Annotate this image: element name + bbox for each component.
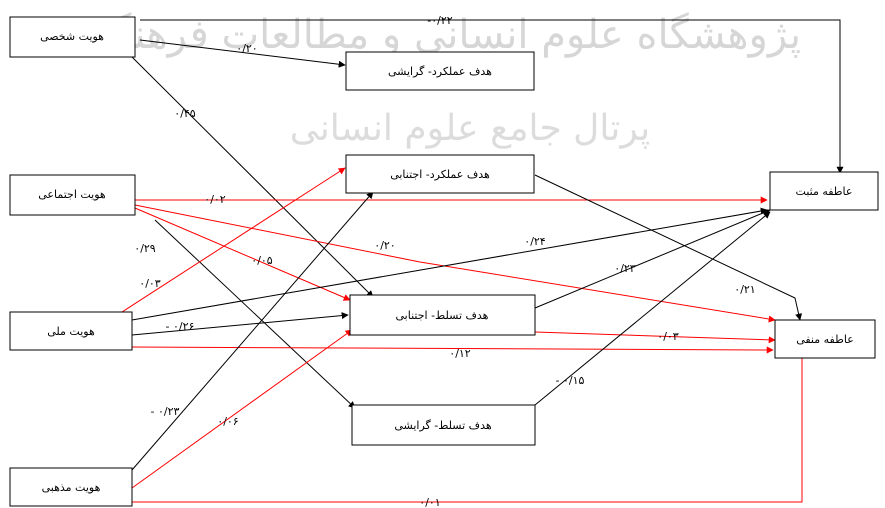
- coef-personal-mastery-avoidance: ۰/۴۵: [174, 107, 196, 120]
- coef-performance-avoidance-negative: ۰/۲۱: [734, 283, 755, 296]
- arrow-religious-to-mastery-avoidance: [131, 329, 353, 489]
- coef-social-mastery-avoidance: ۰/۰۵: [251, 254, 273, 267]
- node-national-identity-label: هویت ملی: [47, 325, 95, 338]
- node-performance-avoidance-label: هدف عملکرد- اجتنابی: [390, 168, 490, 181]
- coef-personal-performance-approach: ۰/۲۰: [236, 42, 257, 55]
- node-positive-affect-label: عاطفه مثبت: [796, 185, 853, 198]
- node-national-identity: هویت ملی: [9, 311, 133, 351]
- arrow-national-to-positive: [131, 207, 768, 321]
- arrow-personal-to-mastery-avoidance: [131, 56, 374, 298]
- node-negative-affect: عاطفه منفی: [774, 319, 876, 359]
- node-mastery-avoidance-label: هدف تسلط- اجتنابی: [396, 309, 489, 322]
- coef-social-mastery-approach: ۰/۲۹: [134, 242, 156, 255]
- node-social-identity-label: هویت اجتماعی: [38, 188, 106, 201]
- arrow-mastery-avoidance-to-negative: [534, 331, 776, 344]
- node-positive-affect: عاطفه مثبت: [769, 171, 879, 211]
- node-religious-identity: هویت مذهبی: [9, 467, 133, 507]
- node-social-identity: هویت اجتماعی: [9, 174, 136, 216]
- node-mastery-approach: هدف تسلط- گرایشی: [351, 404, 536, 446]
- arrow-mastery-avoidance-to-positive: [534, 209, 771, 309]
- coef-social-negative: ۰/۲۰: [374, 239, 395, 252]
- coef-mastery-approach-positive: - ۰/۱۵: [556, 374, 585, 387]
- node-mastery-approach-label: هدف تسلط- گرایشی: [394, 419, 492, 432]
- coef-religious-negative: ۰/۰۱: [419, 496, 440, 508]
- coef-religious-performance-avoidance: - ۰/۲۳: [151, 405, 180, 418]
- coef-national-negative: ۰/۱۲: [449, 347, 471, 360]
- node-performance-avoidance: هدف عملکرد- اجتنابی: [345, 154, 535, 194]
- node-mastery-avoidance: هدف تسلط- اجتنابی: [349, 294, 536, 336]
- coef-national-positive: ۰/۲۴: [524, 235, 546, 248]
- coef-religious-mastery-avoidance: ۰/۰۶: [217, 415, 238, 428]
- arrow-religious-to-performance-avoidance: [131, 191, 374, 471]
- arrow-personal-to-positive: [140, 19, 844, 174]
- coef-national-performance-avoidance: ۰/۰۳: [139, 277, 161, 290]
- arrow-social-to-mastery-avoidance: [134, 207, 351, 301]
- node-negative-affect-label: عاطفه منفی: [796, 333, 854, 346]
- arrow-religious-to-negative: [132, 350, 803, 503]
- arrow-national-to-mastery-avoidance: [131, 312, 349, 336]
- arrow-performance-avoidance-to-negative: [534, 174, 803, 321]
- coef-national-mastery-avoidance: - ۰/۲۶: [166, 320, 195, 333]
- node-performance-approach-label: هدف عملکرد- گرایشی: [388, 65, 492, 78]
- arrow-social-to-negative: [134, 204, 776, 323]
- node-performance-approach: هدف عملکرد- گرایشی: [345, 51, 535, 91]
- node-religious-identity-label: هویت مذهبی: [42, 481, 101, 494]
- arrow-national-to-performance-avoidance: [121, 167, 346, 313]
- coef-personal-positive: -۰/۲۲: [427, 14, 452, 27]
- arrow-mastery-approach-to-positive: [534, 211, 771, 406]
- coef-mastery-avoidance-negative: ۰/۰۳: [657, 330, 679, 343]
- watermark-line-2: پرتال جامع علوم انسانی: [290, 108, 650, 149]
- coef-mastery-avoidance-positive: ۰/۲۳: [614, 262, 636, 275]
- node-personal-identity: هویت شخصی: [9, 16, 136, 58]
- node-personal-identity-label: هویت شخصی: [40, 30, 104, 43]
- arrow-social-to-mastery-approach: [154, 219, 356, 409]
- arrow-personal-to-performance-approach: [139, 39, 346, 68]
- coef-social-positive: ۰/۰۲: [204, 193, 226, 206]
